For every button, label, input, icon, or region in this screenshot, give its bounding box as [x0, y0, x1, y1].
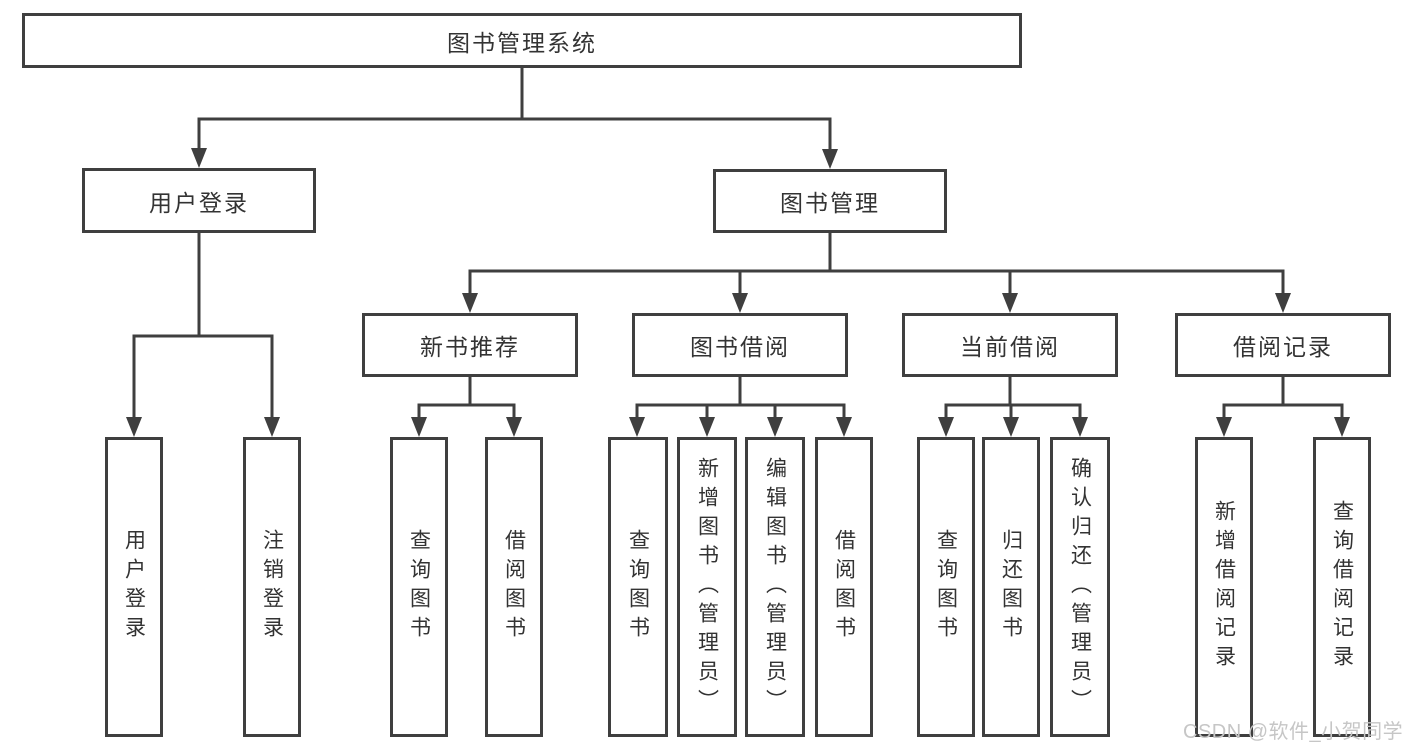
leaf-add-borrow-record-label: 新增借阅记录	[1212, 500, 1236, 674]
connector-book-management	[468, 233, 1285, 295]
node-new-book-recommend: 新书推荐	[362, 313, 578, 377]
node-borrow-records: 借阅记录	[1175, 313, 1391, 377]
leaf-return-books-label: 归还图书	[999, 529, 1023, 645]
leaf-return-books: 归还图书	[982, 437, 1040, 737]
leaf-current-query-books: 查询图书	[917, 437, 975, 737]
node-current-borrow-label: 当前借阅	[960, 334, 1060, 360]
leaf-add-books-admin: 新增图书（管理员）	[677, 437, 737, 737]
leaf-logout-label: 注销登录	[260, 529, 284, 645]
leaf-add-borrow-record: 新增借阅记录	[1195, 437, 1253, 737]
node-root: 图书管理系统	[22, 13, 1022, 68]
leaf-confirm-return-admin-label: 确认归还（管理员）	[1068, 456, 1092, 718]
leaf-edit-books-admin: 编辑图书（管理员）	[745, 437, 805, 737]
leaf-recommend-query-books-label: 查询图书	[407, 529, 431, 645]
node-borrow-records-label: 借阅记录	[1233, 334, 1333, 360]
leaf-query-borrow-record-label: 查询借阅记录	[1330, 500, 1354, 674]
node-new-book-recommend-label: 新书推荐	[420, 334, 520, 360]
connector-root	[197, 66, 832, 152]
leaf-user-login-label: 用户登录	[122, 529, 146, 645]
leaf-add-books-admin-label: 新增图书（管理员）	[695, 456, 719, 718]
connector-book-borrow	[635, 377, 846, 419]
node-book-management: 图书管理	[713, 169, 947, 233]
connector-current-borrow	[944, 377, 1082, 419]
leaf-recommend-query-books: 查询图书	[390, 437, 448, 737]
leaf-confirm-return-admin: 确认归还（管理员）	[1050, 437, 1110, 737]
arrowheads	[126, 148, 1350, 437]
csdn-watermark: CSDN @软件_小贺同学	[1183, 721, 1404, 743]
connector-user-login	[132, 233, 274, 419]
node-book-borrow-label: 图书借阅	[690, 334, 790, 360]
leaf-borrow-query-books-label: 查询图书	[626, 529, 650, 645]
node-user-login: 用户登录	[82, 168, 316, 233]
leaf-edit-books-admin-label: 编辑图书（管理员）	[763, 456, 787, 718]
leaf-borrow-books: 借阅图书	[815, 437, 873, 737]
leaf-recommend-borrow-books-label: 借阅图书	[502, 529, 526, 645]
node-current-borrow: 当前借阅	[902, 313, 1118, 377]
node-user-login-label: 用户登录	[149, 189, 249, 216]
node-book-borrow: 图书借阅	[632, 313, 848, 377]
leaf-current-query-books-label: 查询图书	[934, 529, 958, 645]
leaf-query-borrow-record: 查询借阅记录	[1313, 437, 1371, 737]
connector-new-book-recommend	[417, 377, 516, 419]
node-book-management-label: 图书管理	[780, 190, 880, 216]
node-root-label: 图书管理系统	[447, 29, 597, 56]
leaf-recommend-borrow-books: 借阅图书	[485, 437, 543, 737]
leaf-borrow-books-label: 借阅图书	[832, 529, 856, 645]
connector-borrow-records	[1222, 377, 1344, 419]
leaf-borrow-query-books: 查询图书	[608, 437, 668, 737]
leaf-logout: 注销登录	[243, 437, 301, 737]
leaf-user-login: 用户登录	[105, 437, 163, 737]
